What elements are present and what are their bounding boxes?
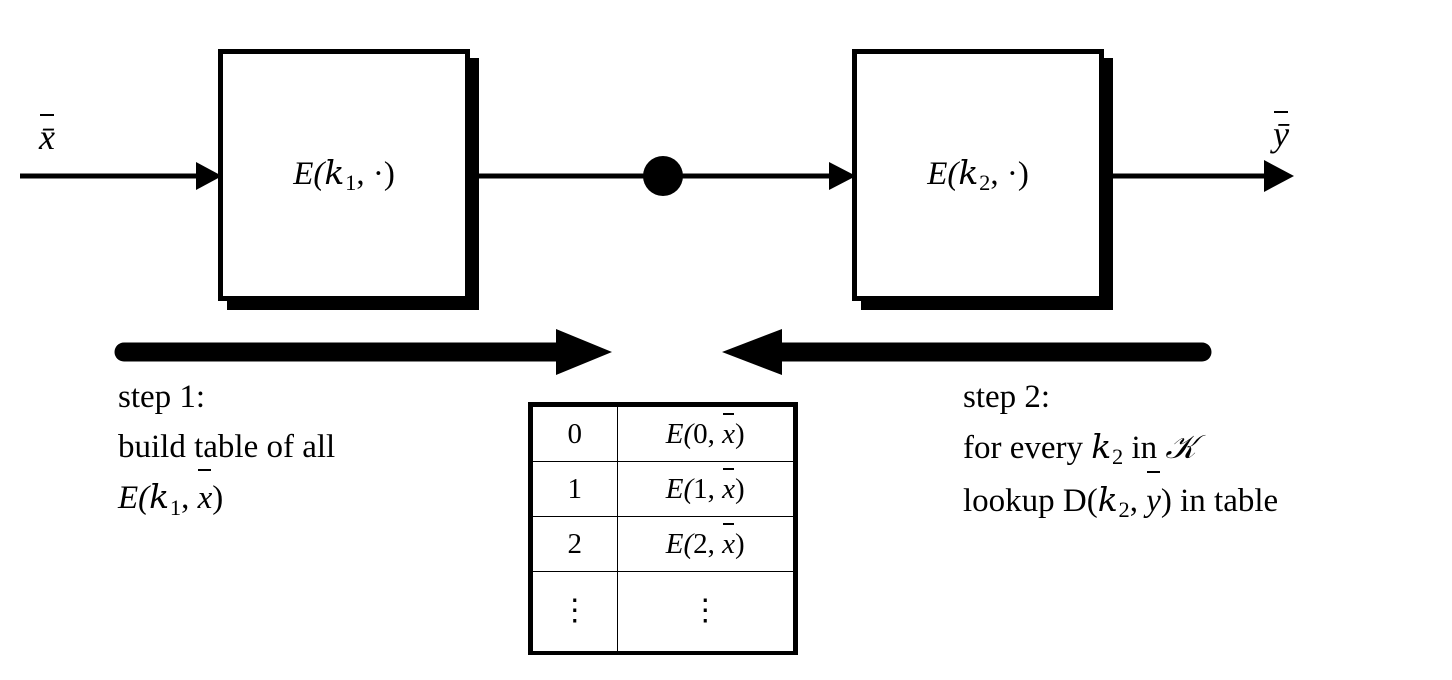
encrypt-block-2[interactable]: E(k2, ·) [852,49,1113,310]
output-wire [1104,160,1294,192]
output-arrowhead [1264,160,1294,192]
step2-line3-prefix: lookup D( [963,482,1098,519]
table-row: 0 E(0, x) [532,406,795,462]
step2-line3-key-sub: 2 [1118,496,1130,522]
step1-math-prefix: E( [118,480,150,517]
lookup-table-grid: 0 E(0, x) 1 E(1, x) 2 E(2, x) [532,406,795,653]
step2-line2-key-sub: 2 [1112,444,1124,470]
step2-line2-key: k [1091,427,1112,467]
cell1-index: 1 [693,472,708,505]
input-label: x̄ [39,113,55,157]
step2-line-2: for every k2 in 𝒦 [963,422,1278,474]
cell0-mid: , [707,417,723,450]
step2-arrow [722,329,1212,375]
cell2-arg: x [722,523,736,560]
step2-line3-mid: , [1129,482,1147,519]
input-label-text: x̄ [39,113,55,157]
input-wire [20,162,222,190]
encrypt-block-2-label: E(k2, ·) [927,156,1029,195]
block1-label-key-sub: 1 [345,169,357,195]
middle-arrowhead [829,162,856,190]
table-row: 1 E(1, x) [532,461,795,517]
step1-math-mid: , [181,480,198,517]
block1-label-key: k [324,152,345,192]
cell2-prefix: E( [665,527,694,560]
table-cell-value: E(0, x) [616,406,795,462]
step2-line2-set: 𝒦 [1165,427,1197,467]
output-label: ȳ [1273,110,1289,154]
cell1-arg: x [722,468,736,505]
cell1-mid: , [707,472,723,505]
table-cell-key: 0 [532,406,618,462]
block2-label-prefix: E( [927,155,959,192]
table-cell-value-ellipsis: ⋮ [616,571,795,653]
junction-dot [643,156,683,196]
input-arrowhead [196,162,222,190]
step1-arrow [114,329,612,375]
step1-line-1: step 1: [118,379,206,415]
step2-line2-prefix: for every [963,430,1092,467]
cell0-index: 0 [693,417,708,450]
block2-label-key: k [958,152,979,192]
middle-wire [470,156,856,196]
step1-line-2: build table of all [118,429,336,466]
block1-label-prefix: E( [293,155,325,192]
step1-math-key-sub: 1 [169,494,182,520]
step2-line3-key: k [1097,479,1119,519]
output-label-text: ȳ [1273,110,1289,154]
cell2-suffix: ) [735,527,745,560]
table-cell-key-ellipsis: ⋮ [532,571,618,653]
vdots-key: ⋮ [559,594,590,627]
table-cell-value: E(1, x) [616,461,795,517]
vdots-value: ⋮ [690,594,721,627]
step2-line2-mid: in [1123,430,1166,467]
block1-label-suffix: , ·) [356,155,395,192]
step1-caption: step 1: build table of all E(k1, x) [118,372,335,525]
encrypt-block-1[interactable]: E(k1, ·) [218,49,479,310]
block2-label-key-sub: 2 [979,169,991,195]
cell0-suffix: ) [735,417,745,450]
step1-math-suffix: ) [212,480,224,517]
step1-math-key: k [149,477,170,517]
table-cell-key: 2 [532,516,618,572]
cell1-prefix: E( [665,472,694,505]
step2-line-1: step 2: [963,379,1051,415]
cell0-arg: x [722,413,736,450]
step2-line3-suffix: ) in table [1160,482,1279,519]
table-cell-value: E(2, x) [616,516,795,572]
table-row: ⋮ ⋮ [532,571,795,653]
table-row: 2 E(2, x) [532,516,795,572]
table-cell-key: 1 [532,461,618,517]
cell0-prefix: E( [665,417,694,450]
step1-line-3: E(k1, x) [118,468,335,524]
step2-caption: step 2: for every k2 in 𝒦 lookup D(k2, y… [963,372,1278,527]
encrypt-block-2-face: E(k2, ·) [852,49,1104,301]
step2-line3-arg: y [1146,470,1161,526]
encrypt-block-1-face: E(k1, ·) [218,49,470,301]
cell2-index: 2 [693,527,708,560]
cell1-suffix: ) [735,472,745,505]
cell2-mid: , [707,527,723,560]
step1-math-arg: x [198,468,212,523]
encrypt-block-1-label: E(k1, ·) [293,156,395,195]
block2-label-suffix: , ·) [990,155,1029,192]
lookup-table: 0 E(0, x) 1 E(1, x) 2 E(2, x) [528,402,798,655]
step2-line-3: lookup D(k2, y) in table [963,470,1279,527]
